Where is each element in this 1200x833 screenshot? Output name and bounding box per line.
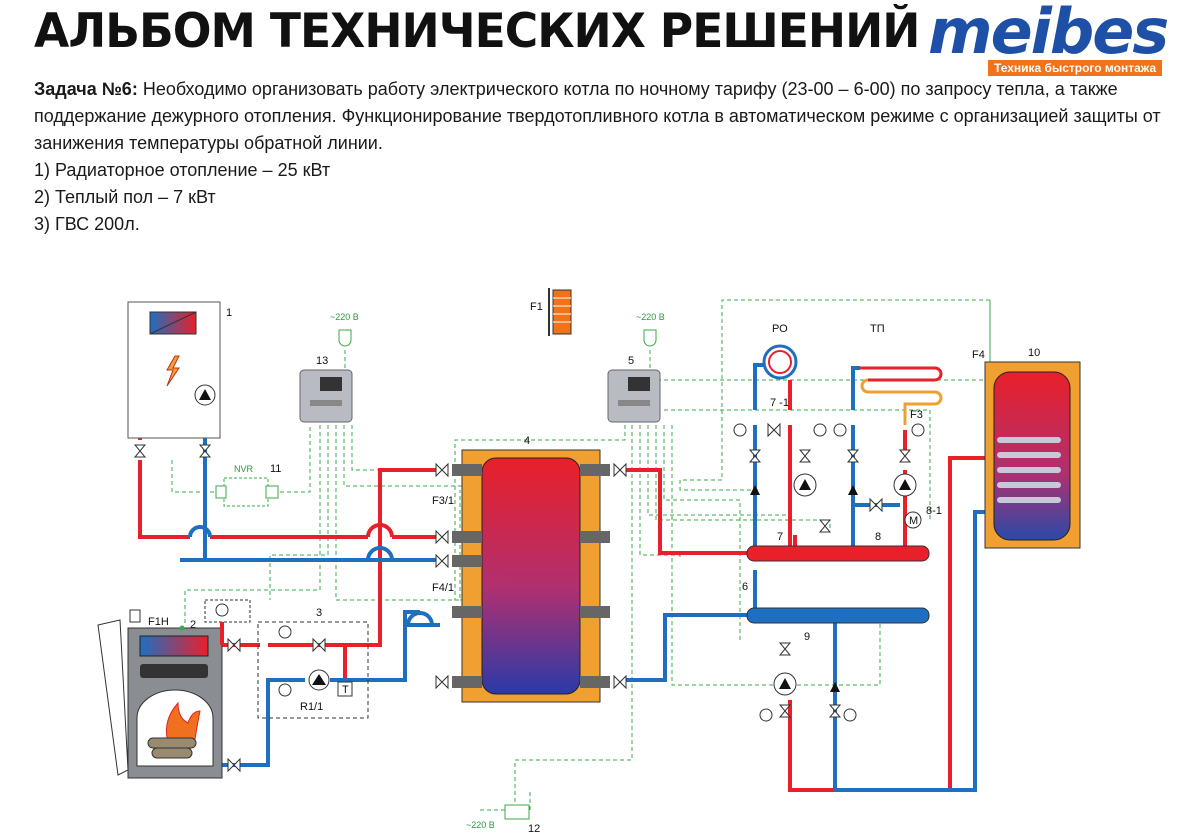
label-r1-1: R1/1: [300, 701, 323, 713]
page-title: АЛЬБОМ ТЕХНИЧЕСКИХ РЕШЕНИЙ: [34, 4, 920, 59]
safety-group: [204, 599, 251, 645]
return-manifold: [746, 607, 930, 624]
plug-icon: [338, 329, 657, 347]
label-220-b: ~220 В: [636, 312, 665, 322]
label-3: 3: [316, 607, 322, 619]
task-label: Задача №6:: [34, 79, 138, 99]
task-item-dhw: 3) ГВС 200л.: [34, 214, 140, 234]
supply-manifold: [746, 545, 930, 562]
label-f1: F1: [530, 301, 543, 313]
label-5: 5: [628, 355, 634, 367]
dhw-tank: [984, 361, 1081, 549]
electric-boiler: [127, 301, 221, 439]
task-text: Необходимо организовать работу электриче…: [34, 79, 1161, 153]
task-description: Задача №6: Необходимо организовать работ…: [34, 76, 1164, 238]
ball-valve-icon: [133, 422, 912, 773]
label-8-1: 8-1: [926, 505, 942, 517]
label-220-c: ~220 В: [466, 820, 495, 830]
module-12: [504, 804, 530, 820]
control-wiring: [171, 299, 991, 811]
brand-wordmark: meibes: [928, 0, 1169, 68]
label-f3: F3: [910, 409, 923, 421]
task-item-radiators: 1) Радиаторное отопление – 25 кВт: [34, 160, 331, 180]
label-m: M: [909, 515, 918, 527]
label-nvr: NVR: [234, 464, 254, 474]
label-ro: РО: [772, 323, 788, 335]
nvr-valve: [215, 477, 279, 507]
label-13: 13: [316, 355, 328, 367]
controller-13: [299, 369, 353, 423]
outdoor-sensor: [552, 289, 572, 335]
label-6: 6: [742, 581, 748, 593]
buffer-tank: [452, 449, 610, 703]
solid-fuel-boiler: [97, 609, 223, 779]
label-f3-1: F3/1: [432, 495, 454, 507]
task-item-floor: 2) Теплый пол – 7 кВт: [34, 187, 216, 207]
label-f4: F4: [972, 349, 985, 361]
underfloor-coil: [860, 366, 943, 425]
label-7: 7: [777, 531, 783, 543]
controller-5: [607, 369, 661, 423]
label-2: 2: [190, 619, 196, 631]
label-f1h: F1H: [148, 616, 169, 628]
label-10: 10: [1028, 347, 1040, 359]
mixing-actuator: [904, 511, 922, 529]
label-f4-1: F4/1: [432, 582, 454, 594]
label-t-valve: T: [342, 684, 349, 696]
pump-icon: [773, 473, 917, 696]
brand-tagline: Техника быстрого монтажа: [988, 60, 1163, 76]
check-valve-icon: [750, 485, 858, 692]
label-220-a: ~220 В: [330, 312, 359, 322]
brand-logo: meibes Техника быстрого монтажа: [928, 0, 1169, 76]
label-12: 12: [528, 823, 540, 833]
label-7-1: 7 -1: [770, 397, 789, 409]
anti-condensation-group: [257, 621, 369, 719]
label-tp: ТП: [870, 323, 885, 335]
thermometer-icon: [278, 423, 925, 722]
label-9: 9: [804, 631, 810, 643]
label-4: 4: [524, 435, 530, 447]
label-8: 8: [875, 531, 881, 543]
label-1: 1: [226, 307, 232, 319]
pipe-crossings: [188, 523, 434, 626]
label-11: 11: [270, 463, 281, 475]
